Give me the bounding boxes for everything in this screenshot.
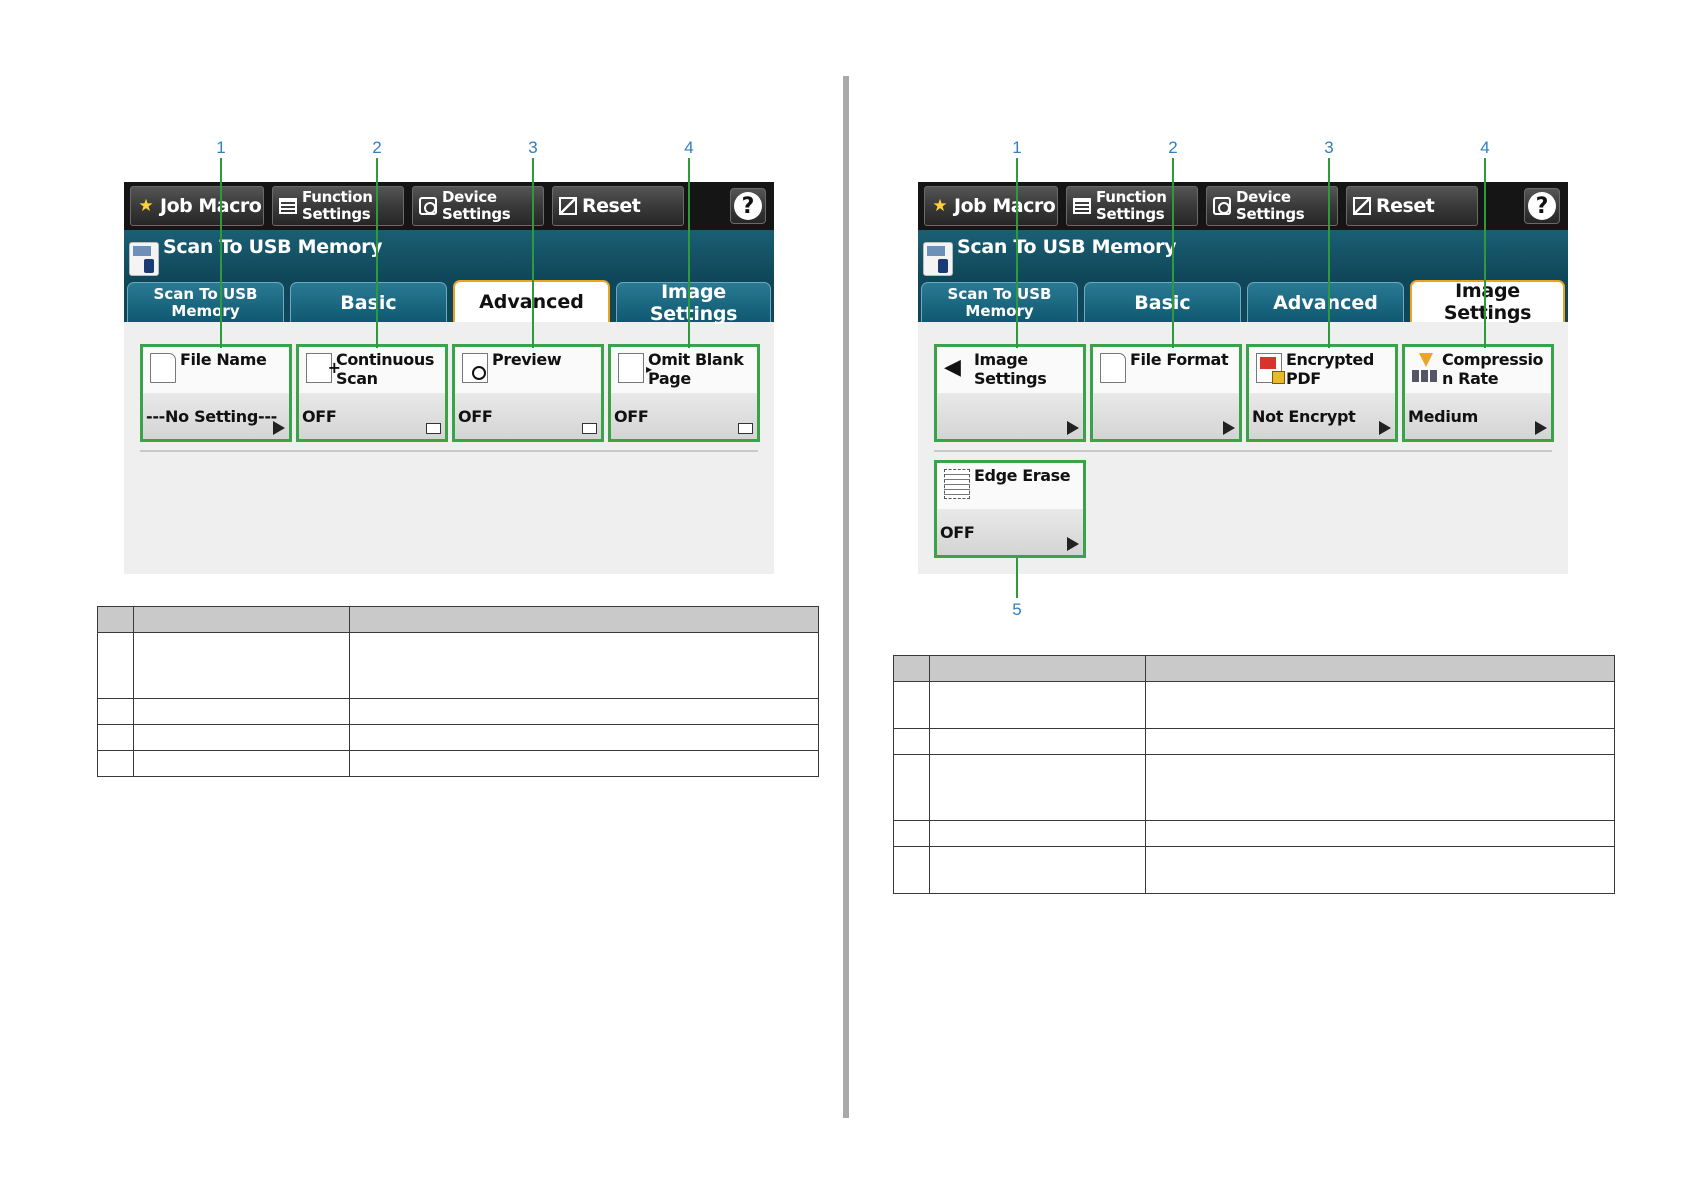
top-toolbar: ★ Job Macro Function Settings Device Set… <box>918 182 1568 230</box>
continuous-scan-icon <box>306 353 341 383</box>
tab-image-settings[interactable]: Image Settings <box>616 281 771 325</box>
encrypted-pdf-tile[interactable]: Encrypted PDF Not Encrypt <box>1246 344 1398 442</box>
screen-title-bar: Scan To USB Memory <box>918 230 1568 280</box>
description-table-right <box>893 655 1616 894</box>
file-name-tile[interactable]: File Name ---No Setting--- <box>140 344 292 442</box>
checkbox-icon <box>582 423 597 434</box>
help-icon: ? <box>734 192 762 220</box>
arrow-right-icon <box>1067 421 1079 435</box>
tab-bar: Scan To USB Memory Basic Advanced Image … <box>918 280 1568 324</box>
preview-icon <box>462 353 488 383</box>
arrow-right-icon <box>1067 537 1079 551</box>
tab-image-settings[interactable]: Image Settings <box>1410 280 1565 324</box>
callout-number: 2 <box>1168 138 1178 157</box>
usb-memory-icon <box>129 242 159 276</box>
page-divider <box>843 76 849 1118</box>
device-settings-button[interactable]: Device Settings <box>1206 186 1338 226</box>
compression-rate-icon <box>1412 353 1438 383</box>
help-button[interactable]: ? <box>1524 188 1560 224</box>
star-icon: ★ <box>138 195 154 216</box>
callout-line <box>220 158 222 348</box>
description-table-left <box>97 606 820 777</box>
image-settings-icon <box>944 353 970 383</box>
callout-line <box>1016 558 1018 598</box>
callout-line <box>1172 158 1174 348</box>
arrow-right-icon <box>1379 421 1391 435</box>
preview-tile[interactable]: Preview OFF <box>452 344 604 442</box>
encrypted-pdf-icon <box>1256 353 1285 384</box>
scan-to-usb-screen-advanced: ★ Job Macro Function Settings Device Set… <box>124 182 774 574</box>
top-toolbar: ★ Job Macro Function Settings Device Set… <box>124 182 774 230</box>
callout-number: 3 <box>1324 138 1334 157</box>
continuous-scan-tile[interactable]: Continuous Scan OFF <box>296 344 448 442</box>
callout-line <box>688 158 690 348</box>
gear-icon <box>418 196 438 216</box>
callout-line <box>532 158 534 348</box>
job-macro-button[interactable]: ★ Job Macro <box>130 186 264 226</box>
separator-line <box>140 450 758 452</box>
omit-blank-page-tile[interactable]: Omit Blank Page OFF <box>608 344 760 442</box>
callout-number: 4 <box>1480 138 1490 157</box>
scan-to-usb-screen-image-settings: ★ Job Macro Function Settings Device Set… <box>918 182 1568 574</box>
tab-advanced[interactable]: Advanced <box>1247 282 1404 322</box>
image-settings-tile[interactable]: Image Settings <box>934 344 1086 442</box>
edge-erase-icon <box>944 469 970 499</box>
file-format-icon <box>1100 353 1126 383</box>
list-icon <box>278 196 298 216</box>
usb-memory-icon <box>923 242 953 276</box>
function-settings-button[interactable]: Function Settings <box>1066 186 1198 226</box>
help-icon: ? <box>1528 192 1556 220</box>
checkbox-icon <box>426 423 441 434</box>
callout-number: 3 <box>528 138 538 157</box>
edge-erase-tile[interactable]: Edge Erase OFF <box>934 460 1086 558</box>
callout-number: 5 <box>1012 600 1022 619</box>
tab-scan-to-usb-memory[interactable]: Scan To USB Memory <box>127 282 284 322</box>
screen-title-bar: Scan To USB Memory <box>124 230 774 280</box>
callout-number: 4 <box>684 138 694 157</box>
file-format-tile[interactable]: File Format <box>1090 344 1242 442</box>
screen-title: Scan To USB Memory <box>957 236 1177 258</box>
tab-scan-to-usb-memory[interactable]: Scan To USB Memory <box>921 282 1078 322</box>
function-settings-button[interactable]: Function Settings <box>272 186 404 226</box>
reset-icon <box>1352 196 1372 216</box>
callout-number: 2 <box>372 138 382 157</box>
reset-icon <box>558 196 578 216</box>
screen-title: Scan To USB Memory <box>163 236 383 258</box>
omit-blank-page-icon <box>618 353 652 383</box>
callout-line <box>1016 158 1018 348</box>
callout-number: 1 <box>1012 138 1022 157</box>
arrow-right-icon <box>273 421 285 435</box>
callout-line <box>376 158 378 348</box>
gear-icon <box>1212 196 1232 216</box>
reset-button[interactable]: Reset <box>552 186 684 226</box>
help-button[interactable]: ? <box>730 188 766 224</box>
tab-basic[interactable]: Basic <box>290 282 447 322</box>
job-macro-button[interactable]: ★ Job Macro <box>924 186 1058 226</box>
list-icon <box>1072 196 1092 216</box>
compression-rate-tile[interactable]: Compressio n Rate Medium <box>1402 344 1554 442</box>
checkbox-icon <box>738 423 753 434</box>
callout-number: 1 <box>216 138 226 157</box>
reset-button[interactable]: Reset <box>1346 186 1478 226</box>
separator-line <box>934 450 1552 452</box>
tab-bar: Scan To USB Memory Basic Advanced Image … <box>124 280 774 325</box>
arrow-right-icon <box>1223 421 1235 435</box>
device-settings-button[interactable]: Device Settings <box>412 186 544 226</box>
arrow-right-icon <box>1535 421 1547 435</box>
tab-advanced[interactable]: Advanced <box>453 280 610 322</box>
tab-basic[interactable]: Basic <box>1084 282 1241 322</box>
star-icon: ★ <box>932 195 948 216</box>
file-icon <box>150 353 176 383</box>
callout-line <box>1328 158 1330 348</box>
callout-line <box>1484 158 1486 348</box>
